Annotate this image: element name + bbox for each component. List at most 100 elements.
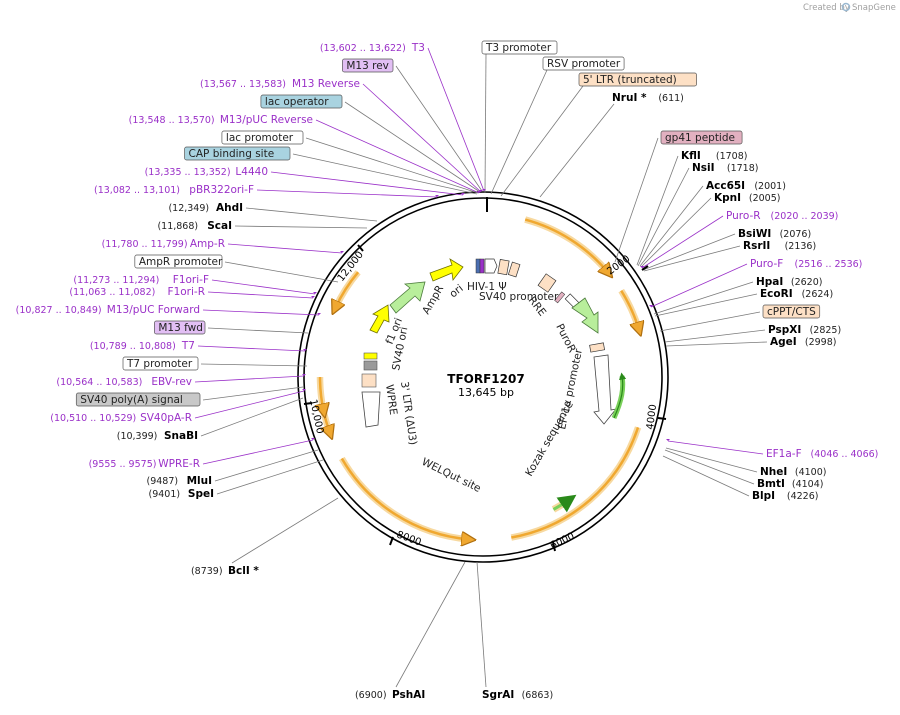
label-pshai[interactable]: (6900)PshAI bbox=[355, 689, 425, 701]
label-m13puc[interactable]: M13/pUC Reverse(13,548 .. 13,570) bbox=[129, 114, 481, 193]
label-acc65i[interactable]: Acc65I(2001) bbox=[706, 180, 786, 192]
m13puc-leader bbox=[315, 119, 480, 194]
kozak-label: Kozak sequence bbox=[523, 399, 576, 478]
pbr-primer-icon bbox=[435, 195, 439, 197]
ecori-leader bbox=[654, 293, 758, 317]
bcli-pos: (8739) bbox=[191, 566, 223, 577]
label-ampprom[interactable]: AmpR promoter bbox=[134, 254, 223, 269]
spei-name: SpeI bbox=[188, 488, 214, 500]
ori-arrow bbox=[429, 258, 464, 282]
label-gp41[interactable]: gp41 peptide bbox=[660, 130, 743, 145]
label-blpi[interactable]: BlpI(4226) bbox=[752, 490, 818, 502]
t3prom-box bbox=[481, 40, 558, 55]
feature-arc-3 bbox=[511, 426, 640, 539]
label-lacprom[interactable]: lac promoter bbox=[221, 130, 304, 145]
label-pbr[interactable]: pBR322ori-F(13,082 .. 13,101) bbox=[94, 184, 439, 197]
t7-primer-icon bbox=[303, 349, 307, 351]
label-t3[interactable]: T3(13,602 .. 13,622) bbox=[320, 42, 486, 191]
feature-arc-7 bbox=[335, 271, 360, 308]
m13pucf-pos: (10,827 .. 10,849) bbox=[16, 305, 102, 316]
label-sgrai[interactable]: SgrAI(6863) bbox=[482, 689, 553, 701]
label-bsiwi[interactable]: BsiWI(2076) bbox=[738, 228, 811, 240]
label-m13pucf[interactable]: M13/pUC Forward (10,827 .. 10,849) bbox=[16, 304, 321, 316]
label-bmti[interactable]: BmtI(4104) bbox=[757, 478, 823, 490]
label-ebv[interactable]: EBV-rev(10,564 .. 10,583) bbox=[56, 374, 306, 388]
feature-arc-1-halo bbox=[524, 216, 611, 275]
label-agei[interactable]: AgeI(2998) bbox=[770, 336, 836, 348]
wpre-shape bbox=[361, 391, 381, 428]
sgrai-leader bbox=[476, 561, 487, 688]
label-puror[interactable]: Puro-R(2020 .. 2039) bbox=[640, 210, 838, 268]
purof-pos: (2516 .. 2536) bbox=[795, 259, 863, 270]
m13pucf-name: M13/pUC Forward bbox=[107, 304, 200, 316]
ltr3-label: 3' LTR (ΔU3) bbox=[398, 381, 419, 446]
label-f1orir[interactable]: F1ori-R(11,063 .. 11,082) bbox=[69, 286, 315, 298]
gp41-box bbox=[660, 130, 743, 145]
bcli-name: BclI * bbox=[228, 565, 259, 577]
f1orir-pos: (11,063 .. 11,082) bbox=[69, 287, 155, 298]
label-m13rev[interactable]: M13 rev bbox=[342, 58, 394, 73]
label-mlui[interactable]: MluI(9487) bbox=[147, 475, 212, 487]
label-pspxi[interactable]: PspXI(2825) bbox=[768, 324, 841, 336]
label-kpni[interactable]: KpnI(2005) bbox=[714, 192, 780, 204]
m13reverse-name: M13 Reverse bbox=[292, 78, 360, 90]
label-scai[interactable]: ScaI(11,868) bbox=[157, 220, 232, 232]
bsiwi-leader bbox=[642, 233, 736, 271]
cppt-leader bbox=[659, 311, 761, 332]
label-sv40par[interactable]: SV40pA-R(10,510 .. 10,529) bbox=[50, 389, 306, 424]
label-spei[interactable]: SpeI(9401) bbox=[149, 488, 214, 500]
label-wprer[interactable]: WPRE-R(9555 .. 9575) bbox=[89, 438, 315, 470]
label-rsrii[interactable]: RsrII(2136) bbox=[743, 240, 816, 252]
label-ahdi[interactable]: AhdI(12,349) bbox=[168, 202, 243, 214]
m13puc-name: M13/pUC Reverse bbox=[220, 114, 313, 126]
f1orif-primer-icon bbox=[313, 292, 317, 294]
label-t7prom[interactable]: T7 promoter bbox=[122, 356, 199, 371]
scai-leader bbox=[234, 225, 368, 229]
nrui-pos: (611) bbox=[658, 93, 684, 104]
t3prom-leader bbox=[484, 53, 487, 194]
label-sv40polya[interactable]: SV40 poly(A) signal bbox=[75, 392, 201, 407]
label-purof[interactable]: Puro-F(2516 .. 2536) bbox=[649, 258, 862, 307]
label-t7[interactable]: T7(10,789 .. 10,808) bbox=[90, 340, 307, 352]
scai-pos: (11,868) bbox=[157, 221, 198, 232]
label-f1orif[interactable]: F1ori-F(11,273 .. 11,294) bbox=[73, 274, 317, 294]
wprer-pos: (9555 .. 9575) bbox=[89, 459, 157, 470]
label-rsv[interactable]: RSV promoter bbox=[542, 56, 625, 71]
label-cap[interactable]: CAP binding site bbox=[184, 146, 291, 161]
label-nhei[interactable]: NheI(4100) bbox=[760, 466, 826, 478]
label-lacop[interactable]: lac operator bbox=[260, 94, 343, 109]
ebv-name: EBV-rev bbox=[151, 376, 192, 388]
label-t3prom[interactable]: T3 promoter bbox=[481, 40, 558, 55]
label-nsii[interactable]: NsiI(1718) bbox=[692, 162, 758, 174]
snabi-leader bbox=[200, 397, 304, 437]
label-kfli[interactable]: KflI(1708) bbox=[681, 150, 747, 162]
nsii-leader bbox=[637, 167, 690, 267]
label-m13fwd[interactable]: M13 fwd bbox=[154, 320, 206, 335]
label-snabi[interactable]: SnaBI(10,399) bbox=[117, 430, 198, 442]
label-hpai[interactable]: HpaI(2620) bbox=[756, 276, 822, 288]
ampr-label: AmpR bbox=[420, 283, 446, 316]
label-ecori[interactable]: EcoRI(2624) bbox=[760, 288, 833, 300]
label-bcli[interactable]: (8739) BclI * bbox=[191, 565, 259, 577]
bcli-leader bbox=[231, 497, 339, 564]
label-ef1af[interactable]: EF1a-F(4046 .. 4066) bbox=[666, 439, 878, 460]
kpni-leader bbox=[640, 197, 712, 268]
ampprom-name: AmpR promoter bbox=[139, 256, 223, 268]
cppt-box bbox=[762, 304, 821, 319]
label-ltr5[interactable]: 5' LTR (truncated) bbox=[578, 72, 697, 87]
label-cppt[interactable]: cPPT/CTS bbox=[762, 304, 821, 319]
ebv-leader bbox=[194, 375, 305, 383]
m13reverse-pos: (13,567 .. 13,583) bbox=[200, 79, 286, 90]
feature-arc-6 bbox=[320, 376, 324, 411]
label-l4440[interactable]: L4440(13,335 .. 13,352) bbox=[145, 166, 465, 195]
label-nrui[interactable]: NruI *(611) bbox=[612, 92, 684, 104]
wprer-leader bbox=[202, 439, 314, 465]
label-ampr[interactable]: Amp-R(11,780 .. 11,799) bbox=[102, 238, 344, 253]
ltr5-box bbox=[497, 259, 510, 276]
m13rev-box bbox=[342, 58, 394, 73]
ampr-arrow bbox=[389, 281, 426, 314]
mlui-pos: (9487) bbox=[147, 476, 179, 487]
gp41-leader bbox=[614, 137, 659, 263]
sv40polya-name: SV40 poly(A) signal bbox=[80, 394, 183, 406]
bsiwi-name: BsiWI bbox=[738, 228, 771, 240]
